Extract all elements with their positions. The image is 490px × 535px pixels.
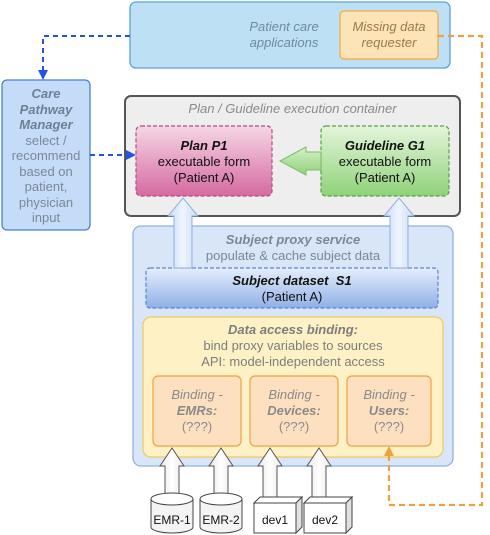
binding-devices-value: (???)	[278, 419, 310, 434]
emr1-up-arrow	[159, 447, 185, 498]
care-pathway-desc-4: patient,	[24, 179, 68, 194]
care-pathway-desc-6: input	[31, 210, 61, 225]
subject-dataset-label: Subject dataset S1 (Patient A)	[146, 273, 438, 305]
care-pathway-label: Care Pathway Manager select / recommend …	[2, 86, 90, 226]
binding-devices-prefix: Binding -	[268, 387, 320, 402]
binding-emrs-box	[152, 375, 242, 447]
subject-proxy-title: Subject proxy service	[225, 232, 361, 247]
care-pathway-desc-1: select /	[25, 132, 67, 148]
binding-emrs-value: (???)	[181, 419, 213, 434]
binding-users-value: (???)	[373, 419, 405, 434]
care-pathway-desc-3: based on	[19, 163, 73, 179]
subject-dataset-title: Subject dataset S1	[232, 273, 352, 288]
subject-dataset-sub: (Patient A)	[261, 289, 323, 304]
missing-data-requester-label: Missing data requester	[340, 19, 438, 51]
guideline-line2: executable form	[338, 154, 432, 169]
binding-emrs-prefix: Binding -	[171, 387, 223, 402]
data-access-title: Data access binding:	[227, 322, 359, 337]
plan-title: Plan P1	[180, 138, 228, 153]
dataset-to-guideline-arrow	[382, 197, 416, 269]
emr1-label: EMR-1	[153, 513, 191, 527]
plan-p1-label: Plan P1 executable form (Patient A)	[136, 138, 272, 186]
plan-p1-box	[135, 125, 273, 197]
care-pathway-title-line3: Manager	[19, 117, 73, 132]
execution-container-title: Plan / Guideline execution container	[188, 101, 397, 116]
binding-devices-name: Devices:	[267, 403, 321, 418]
plan-line2: executable form	[157, 154, 251, 169]
emr2-cylinder	[199, 492, 243, 534]
requester-line1: Missing data	[352, 19, 426, 34]
patient-care-to-pathway-dashed	[38, 35, 130, 80]
dev1-up-arrow	[257, 447, 283, 498]
plan-line3: (Patient A)	[173, 170, 235, 185]
subject-dataset-box	[145, 267, 439, 309]
guideline-title: Guideline G1	[344, 138, 426, 153]
dev1-label: dev1	[261, 513, 289, 527]
patient-care-line1: Patient care	[249, 19, 319, 34]
patient-care-line2: applications	[249, 35, 319, 50]
binding-devices-label: Binding - Devices: (???)	[250, 387, 338, 435]
binding-users-label: Binding - Users: (???)	[347, 387, 431, 435]
dev2-up-arrow	[306, 447, 332, 498]
dev1-cube	[252, 495, 304, 535]
binding-users-prefix: Binding -	[363, 387, 415, 402]
data-access-label: Data access binding: bind proxy variable…	[143, 322, 443, 370]
care-pathway-title-line1: Care	[31, 86, 61, 101]
emr1-cylinder	[150, 492, 194, 534]
patient-care-label: Patient care applications	[236, 19, 332, 51]
binding-devices-box	[249, 375, 339, 447]
guideline-line3: (Patient A)	[354, 170, 416, 185]
emr2-up-arrow	[208, 447, 234, 498]
care-pathway-desc-2: recommend	[11, 148, 81, 163]
dev2-cube	[302, 495, 354, 535]
binding-emrs-name: EMRs:	[176, 403, 218, 418]
binding-users-name: Users:	[368, 403, 410, 418]
binding-emrs-label: Binding - EMRs: (???)	[153, 387, 241, 435]
guideline-g1-label: Guideline G1 executable form (Patient A)	[321, 138, 449, 186]
subject-proxy-label: Subject proxy service populate & cache s…	[195, 232, 391, 264]
dev2-label: dev2	[311, 513, 339, 527]
care-pathway-desc-5: physician	[18, 194, 74, 210]
requester-line2: requester	[361, 35, 417, 50]
emr2-label: EMR-2	[202, 513, 240, 527]
subject-proxy-subtitle: populate & cache subject data	[205, 248, 381, 263]
data-access-line2: bind proxy variables to sources	[203, 338, 383, 353]
data-access-line3: API: model-independent access	[201, 354, 385, 369]
dataset-to-plan-arrow	[166, 197, 200, 269]
care-pathway-title-line2: Pathway	[19, 101, 73, 117]
requester-to-users-binding-dashed	[384, 34, 484, 507]
guideline-to-plan-arrow	[278, 146, 322, 176]
